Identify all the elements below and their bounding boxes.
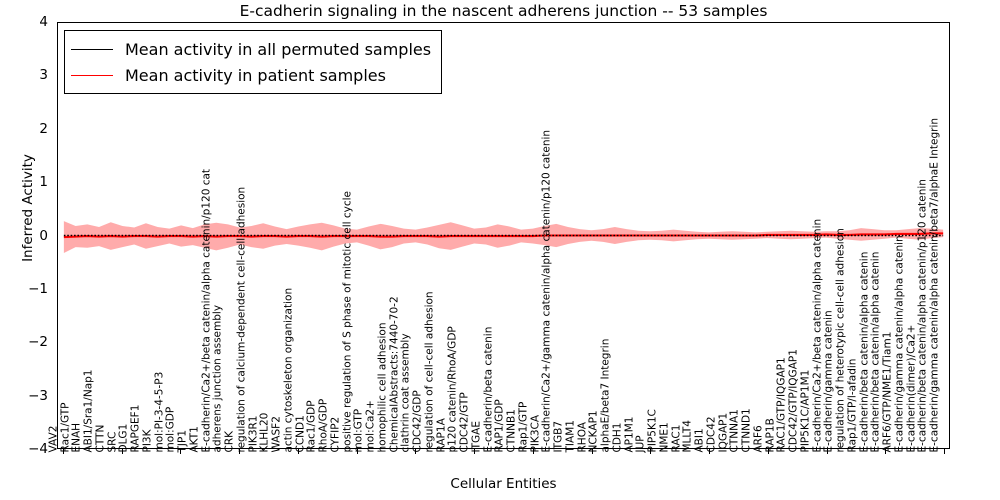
- x-tick-mark: [767, 449, 769, 454]
- x-tick-mark: [532, 449, 534, 454]
- confidence-band: [63, 221, 944, 254]
- y-tick-label: 0: [39, 227, 48, 244]
- x-tick-mark: [650, 449, 652, 454]
- data-series-svg: [63, 221, 944, 254]
- x-tick-mark: [415, 449, 417, 454]
- legend-item-patient: Mean activity in patient samples: [71, 62, 431, 88]
- x-tick-mark: [62, 449, 64, 454]
- y-tick-label: 3: [39, 67, 48, 84]
- legend-label-permuted: Mean activity in all permuted samples: [125, 39, 432, 59]
- page-title: E-cadherin signaling in the nascent adhe…: [239, 2, 768, 20]
- y-tick-label: −4: [28, 441, 48, 457]
- x-tick-mark: [885, 449, 887, 454]
- y-tick-label: 4: [39, 14, 48, 30]
- x-tick-mark: [591, 449, 593, 454]
- x-axis-label: Cellular Entities: [450, 476, 557, 492]
- x-tick-mark: [944, 449, 946, 454]
- x-tick-mark: [826, 449, 828, 454]
- y-tick-label: −1: [28, 280, 48, 297]
- y-tick-label: −2: [28, 334, 48, 351]
- x-tick-mark: [239, 449, 241, 454]
- legend-swatch-black-line: [71, 48, 113, 50]
- x-tick-mark: [709, 449, 711, 454]
- y-tick-label: −3: [28, 387, 48, 404]
- x-tick-mark: [180, 449, 182, 454]
- legend-swatch-red-line: [71, 74, 113, 76]
- y-tick-label: 1: [39, 174, 48, 191]
- x-tick-mark: [474, 449, 476, 454]
- x-tick-mark: [121, 449, 123, 454]
- x-tick-mark: [356, 449, 358, 454]
- y-tick-label: 2: [39, 120, 48, 137]
- legend-label-patient: Mean activity in patient samples: [125, 65, 386, 85]
- patient-mean-line: [63, 232, 944, 239]
- legend: Mean activity in all permuted samples Me…: [64, 30, 443, 94]
- y-axis-label: Inferred Activity: [20, 154, 36, 262]
- legend-item-permuted: Mean activity in all permuted samples: [71, 36, 431, 62]
- x-tick-mark: [297, 449, 299, 454]
